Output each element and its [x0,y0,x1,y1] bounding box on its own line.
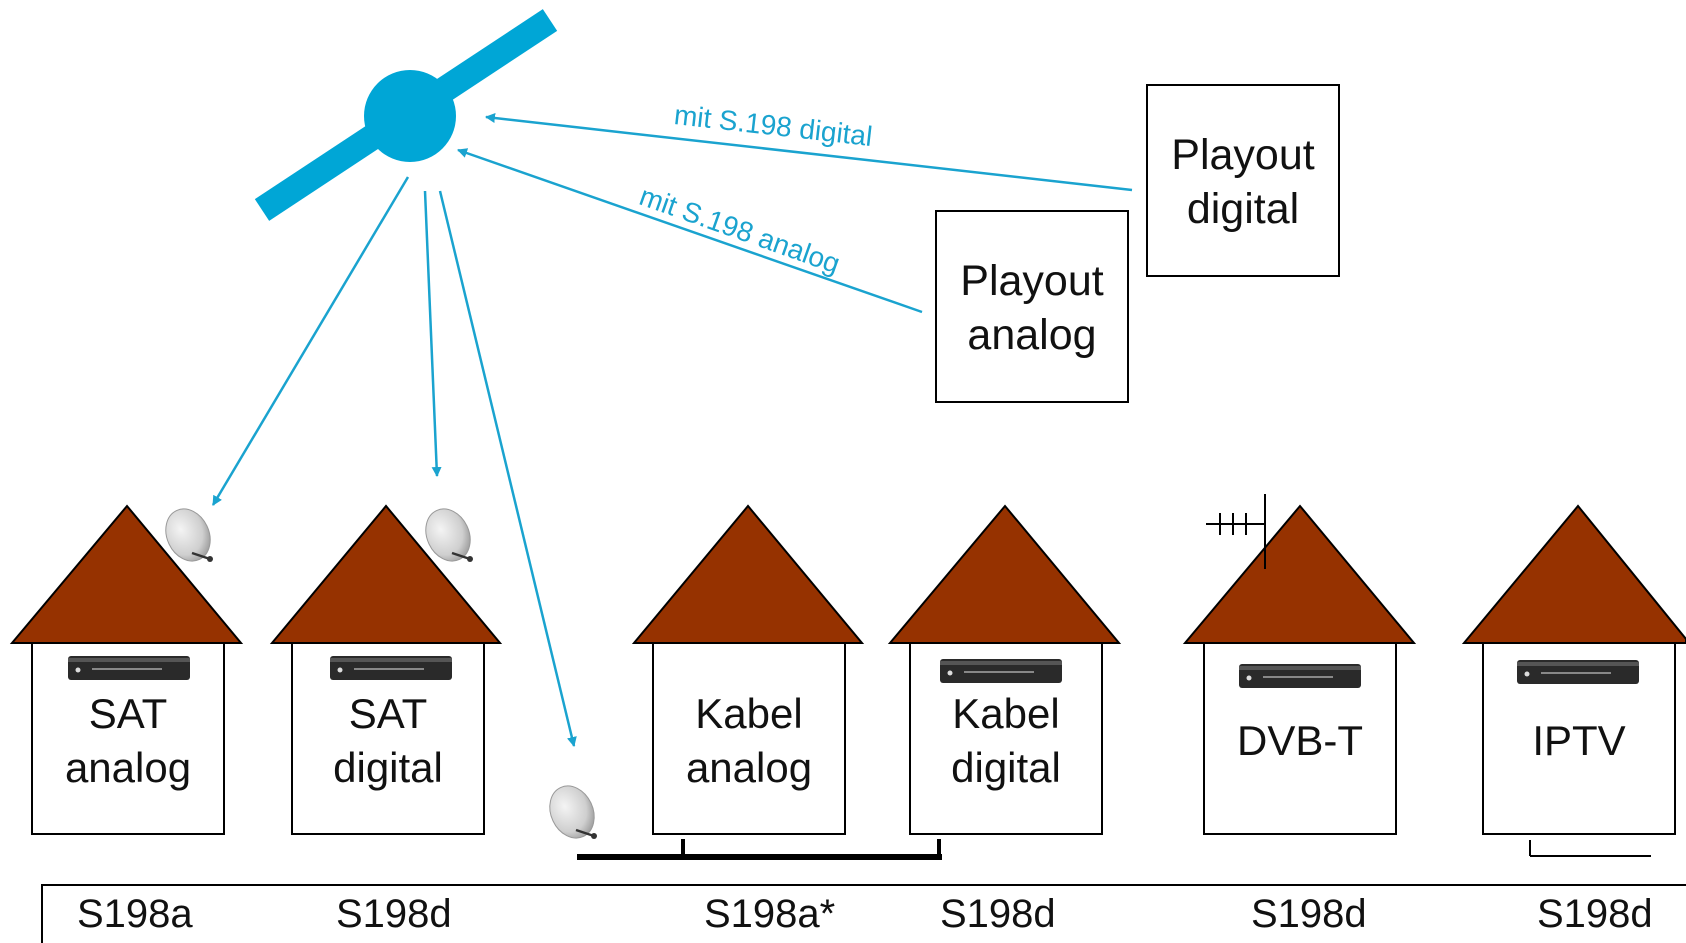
house-label-line-2: analog [685,744,813,791]
playout-digital-box [1146,84,1340,277]
house-label-line-2: digital [333,744,443,791]
roof [1461,504,1686,644]
downlink-cable-headend-arrow [438,190,577,747]
house-label-dvb-t: DVB-T [1204,714,1396,768]
uplink-digital-arrow [485,113,1133,192]
house-label-line-1: IPTV [1532,717,1626,764]
house-label-line-2: analog [64,744,192,791]
playout-digital-line-2: digital [1186,185,1300,233]
uplink-analog-arrow [457,148,923,314]
receiver-icon [940,659,1062,683]
receiver-icon [330,656,452,680]
receiver-icon [1517,660,1639,684]
satellite-icon [254,9,558,221]
standard-label: S198d [1537,892,1653,936]
roof [269,504,503,644]
playout-analog-line-2: analog [967,311,1097,359]
terrestrial-antenna-icon [1206,494,1266,569]
house-label-kabel-analog: Kabel analog [653,687,845,795]
playout-analog-label: Playout analog [936,254,1128,362]
standard-label: S198a [77,892,193,936]
cable-network-line [577,839,942,860]
playout-analog-line-1: Playout [960,257,1104,305]
house-label-line-1: Kabel [952,690,1060,737]
standard-label: S198d [1251,892,1367,936]
house-label-iptv: IPTV [1483,714,1675,768]
roof [9,504,244,644]
house-label-sat-analog: SAT analog [32,687,224,795]
playout-digital-line-1: Playout [1171,131,1315,179]
standard-label: S198d [336,892,452,936]
standard-label: S198a* [704,892,836,936]
house-label-line-1: SAT [348,690,428,737]
playout-analog-box [935,210,1129,403]
satellite-dish-icon [549,785,597,839]
roof [631,504,865,644]
house-kabel-analog [631,504,865,835]
downlink-sat-analog-arrow [211,176,410,506]
standards-bar [41,884,1686,943]
house-label-line-1: SAT [88,690,168,737]
receiver-icon [68,656,190,680]
house-label-line-2: digital [951,744,1061,791]
house-label-line-1: Kabel [695,690,803,737]
house-label-kabel-digital: Kabel digital [910,687,1102,795]
downlink-sat-digital-arrow [423,190,442,477]
receiver-icon [1239,664,1361,688]
house-label-sat-digital: SAT digital [292,687,484,795]
playout-digital-label: Playout digital [1147,128,1339,236]
satellite-dish-icon [165,508,213,562]
roof [1182,504,1417,644]
roof [887,504,1122,644]
house-label-line-1: DVB-T [1237,717,1363,764]
iptv-network-line [1529,840,1651,857]
standard-label: S198d [940,892,1056,936]
satellite-dish-icon [425,508,473,562]
